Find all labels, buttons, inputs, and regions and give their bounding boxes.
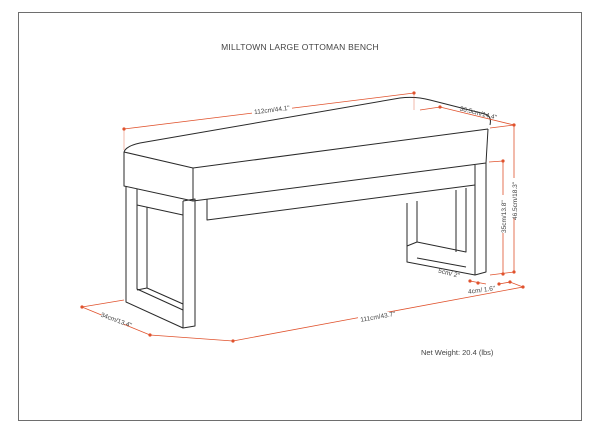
dimension-labels: 112cm/44.1" 36.5cm/14.4" 46.5cm/18.3" 35… [99, 105, 519, 330]
net-weight: Net Weight: 20.4 (lbs) [421, 348, 493, 357]
label-leg-height: 35cm/13.8" [501, 200, 508, 233]
diagram-frame [18, 12, 582, 421]
dimension-lines [81, 92, 524, 342]
label-overall-height: 46.5cm/18.3" [512, 181, 519, 220]
diagram-title: MILLTOWN LARGE OTTOMAN BENCH [221, 42, 379, 52]
label-top-length: 112cm/44.1" [254, 105, 291, 116]
bench-outline [123, 96, 491, 329]
label-top-depth: 36.5cm/14.4" [459, 106, 498, 122]
net-weight-label: Net Weight: [421, 348, 461, 357]
label-leg-inset: 4cm/ 1.6" [468, 285, 497, 296]
label-leg-thickness: 5cm/ 2" [437, 268, 461, 280]
dimension-endpoints [80, 91, 525, 343]
net-weight-value: 20.4 (lbs) [462, 348, 494, 357]
